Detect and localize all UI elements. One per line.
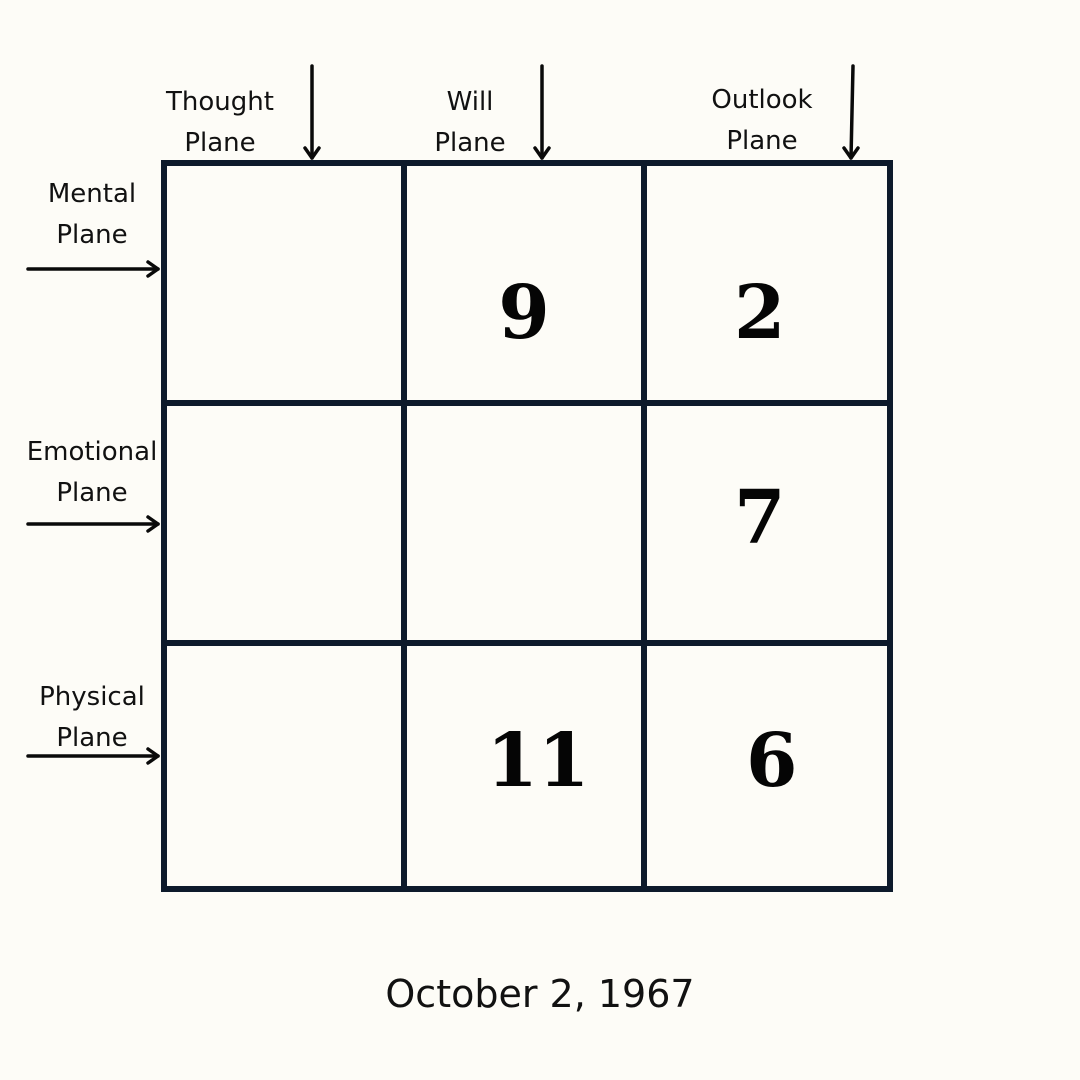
column-label-thought: Thought Plane [150,82,290,164]
grid-number: 9 [498,270,550,357]
row-label-line1: Emotional [26,437,158,467]
grid-number: 2 [734,270,786,357]
down-arrow-icon [303,64,321,160]
row-label-mental: Mental Plane [22,174,162,256]
grid-cell-r2-c1 [167,406,407,646]
row-label-emotional: Emotional Plane [22,432,162,514]
grid-cell-r3-c3: 6 [647,646,887,886]
row-label-physical: Physical Plane [22,677,162,759]
grid-cell-r1-c3: 2 [647,166,887,406]
down-arrow-icon [533,64,551,160]
column-label-line1: Thought [166,87,274,117]
grid-cell-r2-c2 [407,406,647,646]
grid-cell-r3-c2: 11 [407,646,647,886]
down-arrow-icon [842,64,860,160]
column-label-line1: Outlook [711,85,813,115]
grid-cell-r2-c3: 7 [647,406,887,646]
grid-cell-r3-c1 [167,646,407,886]
column-label-line1: Will [446,87,494,117]
right-arrow-icon [26,515,160,533]
grid-number: 7 [734,475,786,562]
row-label-line2: Plane [56,723,128,753]
column-label-will: Will Plane [400,82,540,164]
grid-cell-r1-c2: 9 [407,166,647,406]
numerology-grid: 9 2 7 11 6 [161,160,893,892]
row-label-line2: Plane [56,220,128,250]
birth-date: October 2, 1967 [385,972,695,1016]
column-label-line2: Plane [184,128,256,158]
right-arrow-icon [26,747,160,765]
row-label-line1: Mental [47,179,137,209]
column-label-line2: Plane [434,128,506,158]
grid-number: 6 [746,718,798,805]
grid-cell-r1-c1 [167,166,407,406]
grid-number: 11 [486,718,590,805]
column-label-line2: Plane [726,126,798,156]
column-label-outlook: Outlook Plane [692,80,832,162]
row-label-line2: Plane [56,478,128,508]
right-arrow-icon [26,260,160,278]
row-label-line1: Physical [39,682,145,712]
